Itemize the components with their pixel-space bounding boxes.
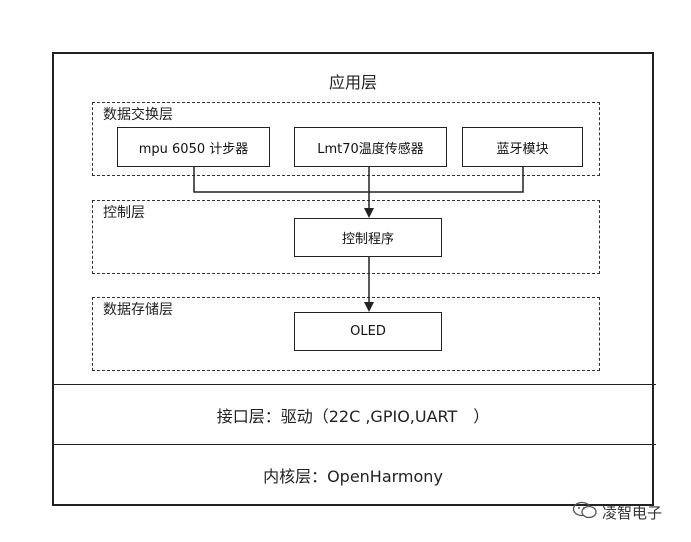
control-label: 控制层 bbox=[103, 205, 145, 221]
app-layer-title: 应用层 bbox=[328, 73, 377, 92]
lmt70-temperature-sensor-box: Lmt70温度传感器 bbox=[294, 127, 447, 167]
mpu-to-bus-line bbox=[193, 167, 524, 193]
mpu6050-pedometer-box: mpu 6050 计步器 bbox=[117, 127, 270, 167]
data-exchange-label: 数据交换层 bbox=[103, 107, 173, 123]
oled-box: OLED bbox=[294, 312, 442, 351]
interface-layer-label: 接口层：驱动（22C ,GPIO,UART ） bbox=[216, 407, 490, 426]
watermark: 凌智电子 bbox=[572, 500, 662, 524]
wechat-icon bbox=[572, 500, 598, 524]
data-storage-label: 数据存储层 bbox=[103, 302, 173, 318]
data-storage-group bbox=[92, 297, 600, 371]
control-group bbox=[92, 200, 600, 274]
kernel-layer-top-divider bbox=[52, 444, 656, 445]
control-program-box: 控制程序 bbox=[294, 218, 442, 257]
architecture-frame bbox=[52, 52, 654, 506]
bluetooth-module-box: 蓝牙模块 bbox=[462, 127, 583, 167]
watermark-text: 凌智电子 bbox=[602, 503, 663, 522]
data-exchange-group bbox=[92, 102, 600, 176]
interface-layer-top-divider bbox=[52, 384, 656, 385]
kernel-layer-label: 内核层：OpenHarmony bbox=[263, 467, 443, 486]
